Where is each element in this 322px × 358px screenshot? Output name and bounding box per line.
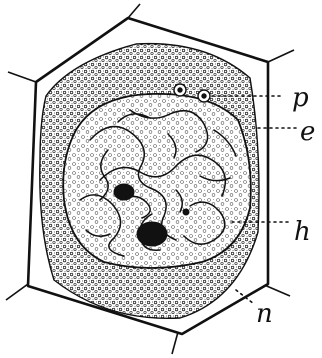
label-p: p [292,83,309,113]
label-n: n [256,299,273,329]
label-h: h [294,217,311,247]
label-e: e [300,117,315,147]
nucleolus-large [137,222,167,246]
nucleolus-small [114,184,134,200]
